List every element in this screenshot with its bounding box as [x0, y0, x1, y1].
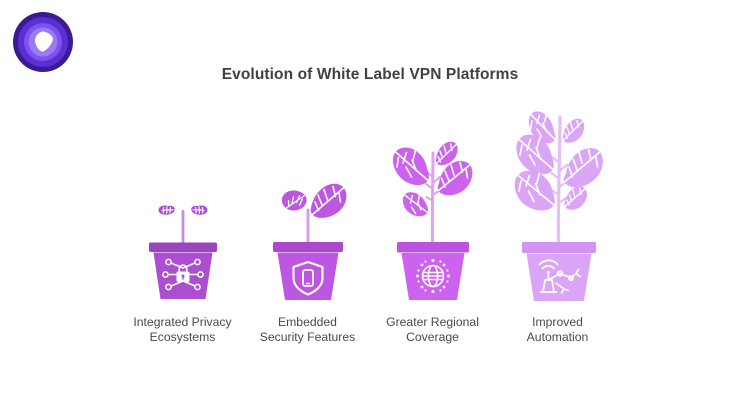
purevpn-logo: [12, 11, 74, 73]
stem-icon: [181, 210, 184, 243]
robot-arm-wifi-icon: [538, 259, 581, 294]
pot-rim: [396, 242, 469, 253]
leaf-top-icon: [435, 141, 458, 166]
leaf-top-left-icon: [528, 111, 556, 144]
stage-improved-automation: Improved Automation: [495, 101, 620, 345]
stage-label-integrated-privacy-ecosystems: Integrated Privacy Ecosystems: [133, 315, 232, 344]
pot-rim: [272, 242, 343, 252]
stage-integrated-privacy-ecosystems: Integrated Privacy Ecosystems: [120, 194, 245, 345]
pot-body: [277, 252, 338, 300]
leaf-upper-left-icon: [392, 147, 429, 186]
plant-illustration-stage-2: [272, 183, 346, 300]
leaf-left-icon: [281, 190, 307, 211]
leaf-top-right-icon: [562, 118, 584, 143]
leaf-mid-left-icon: [515, 134, 554, 175]
pot-body: [526, 253, 591, 301]
stages-row: Integrated Privacy Ecosystems: [120, 100, 620, 345]
pot-rim: [521, 242, 596, 253]
stage-greater-regional-coverage: Greater Regional Coverage: [370, 131, 495, 345]
leaf-right-icon: [310, 183, 346, 218]
pot-rim: [148, 242, 217, 252]
sprout-leaf-right-icon: [190, 205, 207, 215]
leaf-mid-right-icon: [563, 148, 603, 188]
stage-embedded-security-features: Embedded Security Features: [245, 164, 370, 345]
leaf-lower-left-icon: [402, 192, 428, 217]
stage-label-greater-regional-coverage: Greater Regional Coverage: [386, 315, 479, 344]
leaf-lower-right-icon: [563, 186, 587, 210]
sprout-leaf-left-icon: [158, 205, 175, 215]
plant-illustration-stage-1: [148, 205, 217, 299]
page-title: Evolution of White Label VPN Platforms: [221, 66, 519, 83]
plant-illustration-stage-4: [514, 111, 603, 301]
leaf-lower-left-icon: [514, 170, 555, 211]
stage-label-embedded-security-features: Embedded Security Features: [259, 315, 356, 344]
plant-illustration-stage-3: [392, 141, 472, 300]
leaf-right-icon: [437, 161, 472, 196]
globe-network-icon: [415, 259, 450, 293]
shield-device-icon: [291, 260, 324, 296]
lock-network-icon: [161, 258, 204, 291]
stage-label-improved-automation: Improved Automation: [526, 315, 589, 344]
